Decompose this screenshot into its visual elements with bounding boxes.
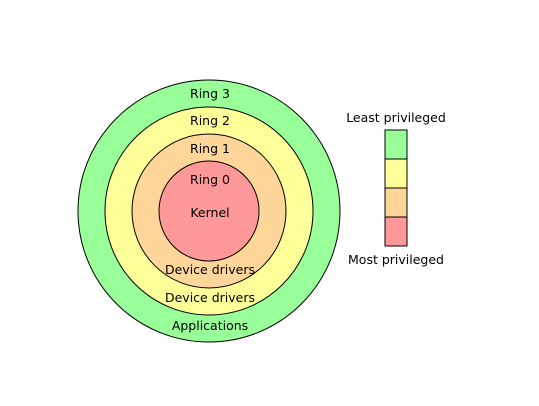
ring-1-label: Ring 1 [190, 141, 230, 156]
legend-bottom-label: Most privileged [348, 252, 444, 267]
legend-swatch-most [384, 216, 408, 247]
ring-0-label: Ring 0 [190, 172, 230, 187]
ring-2-label: Ring 2 [190, 113, 230, 128]
applications-label: Applications [172, 318, 248, 333]
rings-group [77, 79, 341, 343]
legend-top-label: Least privileged [346, 110, 446, 125]
ring-3-label: Ring 3 [190, 86, 230, 101]
ring-0-circle [158, 160, 260, 262]
ring-1-drivers-label: Device drivers [165, 262, 255, 277]
ring-2-drivers-label: Device drivers [165, 290, 255, 305]
legend-swatch-least [384, 129, 408, 160]
privilege-legend: Least privileged Most privileged [346, 110, 446, 267]
legend-swatch-high [384, 187, 408, 218]
ring-labels: Ring 3 Ring 2 Ring 1 Ring 0 Kernel Devic… [165, 86, 255, 333]
legend-swatch-low [384, 158, 408, 189]
kernel-label: Kernel [190, 205, 229, 220]
